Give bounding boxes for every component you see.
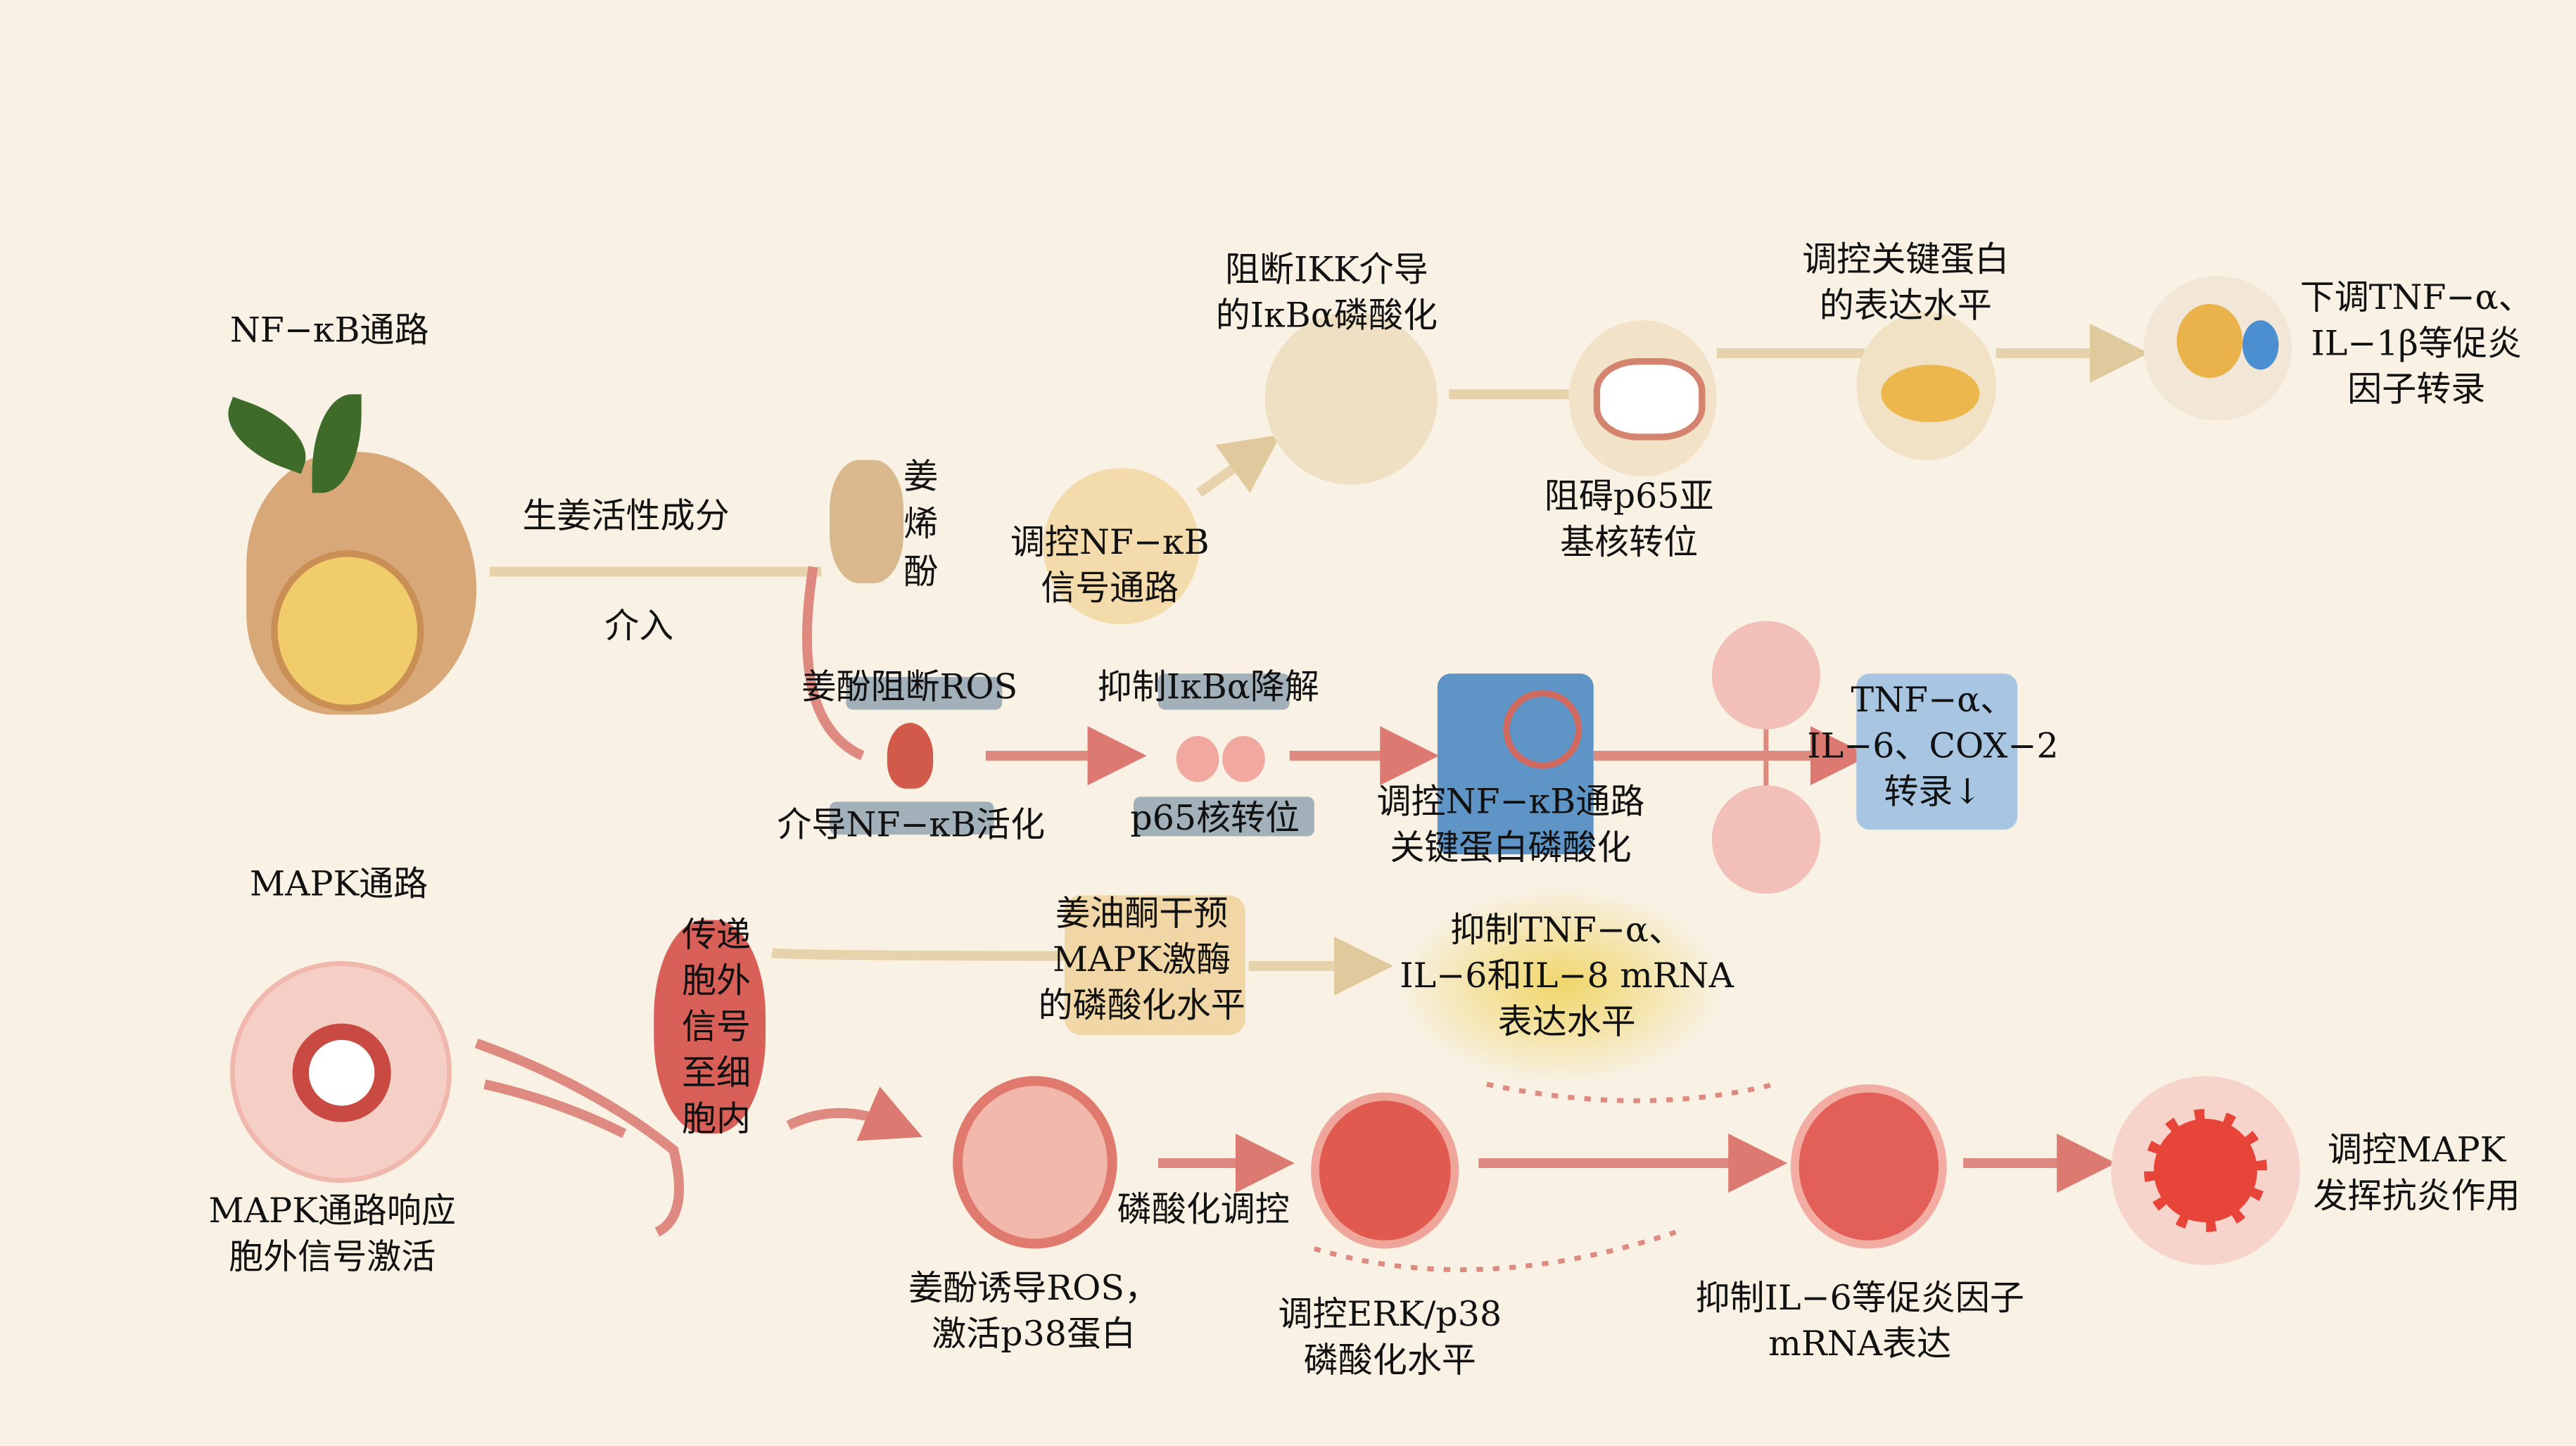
ginger-slice-icon: [271, 550, 424, 711]
shogaol-char: 姜: [903, 457, 939, 497]
nfkb-title: NF−κB通路: [229, 310, 429, 350]
text-line: 至细: [681, 1053, 751, 1093]
p65-trans-label: p65核转位: [1130, 798, 1300, 838]
yellow-glow: [1396, 887, 1725, 1084]
anti-label: 调控MAPK 发挥抗炎作用: [2313, 1127, 2520, 1219]
text-line: 的磷酸化水平: [1038, 985, 1245, 1025]
intervene-label: 介入: [604, 606, 674, 646]
il6-label: 抑制IL−6等促炎因子 mRNA表达: [1696, 1275, 2024, 1367]
text-line: 信号通路: [1041, 568, 1179, 608]
nucleus-icon: [292, 1023, 391, 1122]
text-line: 调控NF−κB: [1010, 522, 1210, 562]
text-line: IL−1β等促炎: [2311, 323, 2522, 363]
text-line: mRNA表达: [1768, 1324, 1952, 1364]
nfkb-regulate-label: 调控NF−κB 信号通路: [1010, 519, 1210, 611]
dna-icon: [1503, 690, 1582, 769]
text-line: 胞外信号激活: [229, 1237, 436, 1277]
text-line: 基核转位: [1560, 522, 1699, 562]
shogaol-char: 烯: [903, 504, 939, 544]
text-line: 传递: [681, 915, 751, 955]
text-line: 调控NF−κB通路: [1376, 782, 1645, 822]
text-line: IL−6、COX−2: [1807, 725, 2059, 766]
text-line: 姜酚诱导ROS，: [908, 1268, 1160, 1308]
zingerone-box: [1064, 895, 1245, 1035]
text-line: 信号: [681, 1007, 751, 1047]
phospho-reg-label: 磷酸化调控: [1117, 1189, 1290, 1229]
text-line: 关键蛋白磷酸化: [1390, 827, 1632, 868]
mapk-response-label: MAPK通路响应胞外信号激活: [209, 1188, 456, 1280]
flame-icon: [887, 723, 934, 789]
highlight: [830, 801, 994, 835]
text-line: 调控关键蛋白: [1802, 239, 2010, 279]
shogaol-char: 酚: [903, 552, 939, 592]
erk-cell-icon: [1311, 1092, 1459, 1249]
p65-dimer-icon: [1176, 735, 1219, 782]
mapk-title: MAPK通路: [249, 864, 429, 904]
block-p65-label: 阻碍p65亚基核转位: [1544, 473, 1714, 565]
cell-icon: [2176, 303, 2243, 379]
transcription-box: [1856, 673, 2018, 830]
zingerone-label: 姜油酮干预 MAPK激酶的磷酸化水平: [1039, 890, 1245, 1028]
highlight: [1158, 673, 1290, 710]
text-line: 发挥抗炎作用: [2313, 1176, 2520, 1216]
transmit-label: 传递胞外信号至细胞内: [682, 912, 751, 1142]
text-line: MAPK通路响应: [208, 1191, 456, 1231]
plant-node-icon: [1264, 312, 1438, 485]
ginger-active-label: 生姜活性成分: [522, 496, 730, 536]
p65-dimer-icon: [1222, 735, 1265, 782]
text-line: 磷酸化水平: [1303, 1340, 1476, 1381]
mediate-label: 介导NF−κB活化: [777, 805, 1046, 845]
inhibit-ikb-label: 抑制IκBα降解: [1097, 666, 1319, 706]
text-line: 表达水平: [1497, 1002, 1636, 1042]
shogaol-label: 姜 烯 酚: [903, 453, 938, 596]
text-line: 姜油酮干预: [1055, 894, 1229, 934]
text-line: 调控ERK/p38: [1278, 1294, 1502, 1334]
down-tnf-label: 下调TNF−α、 IL−1β等促炎因子转录: [2300, 274, 2533, 412]
text-line: 转录↓: [1884, 772, 1982, 812]
text-line: MAPK激酶: [1053, 939, 1231, 979]
text-line: 调控MAPK: [2327, 1130, 2506, 1170]
il6-cell-icon: [1790, 1084, 1947, 1249]
highlight: [846, 676, 1003, 710]
text-line: TNF−α、: [1851, 680, 2015, 720]
text-line: 胞外: [681, 960, 751, 1001]
text-line: 阻断IKK介导: [1224, 249, 1428, 289]
text-line: 激活p38蛋白: [932, 1314, 1136, 1354]
key-protein-label: 调控关键蛋白的表达水平: [1802, 236, 2009, 329]
highlight: [1134, 797, 1314, 837]
signal-cell-icon: [654, 920, 766, 1134]
inhibit-mrna-label: 抑制TNF−α、 IL−6和IL−8 mRNA 表达水平: [1400, 907, 1734, 1045]
block-ikk-label: 阻断IKK介导的IκBα磷酸化: [1216, 246, 1438, 338]
cytokine-icon: [1711, 785, 1820, 894]
ros-p38-label: 姜酚诱导ROS， 激活p38蛋白: [908, 1265, 1159, 1357]
text-line: 的IκBα磷酸化: [1215, 296, 1438, 336]
ros-cell-icon: [953, 1076, 1117, 1249]
text-line: 阻碍p65亚: [1544, 476, 1714, 516]
text-line: 抑制IL−6等促炎因子: [1695, 1278, 2024, 1318]
text-line: 的表达水平: [1819, 286, 1992, 326]
text-line: 胞内: [681, 1098, 751, 1139]
ros-block-label: 姜酚阻断ROS: [801, 666, 1018, 706]
cytokine-icon: [1711, 621, 1820, 730]
text-line: 因子转录: [2347, 369, 2486, 410]
shogaol-icon: [830, 459, 904, 583]
sun-cell-icon: [2143, 1108, 2268, 1233]
ginger-piece-icon: [1881, 364, 1980, 423]
text-line: IL−6和IL−8 mRNA: [1400, 956, 1734, 996]
phospho-label: 调控NF−κB通路关键蛋白磷酸化: [1377, 779, 1645, 871]
erk-label: 调控ERK/p38 磷酸化水平: [1278, 1291, 1502, 1383]
transcription-label: TNF−α、 IL−6、COX−2 转录↓: [1807, 677, 2058, 815]
text-line: 抑制TNF−α、: [1450, 910, 1684, 950]
protein-icon: [1593, 357, 1706, 440]
nfkb-regulate-node: [1043, 468, 1200, 625]
text-line: 下调TNF−α、: [2299, 277, 2533, 317]
blue-fragment-icon: [2242, 320, 2279, 370]
